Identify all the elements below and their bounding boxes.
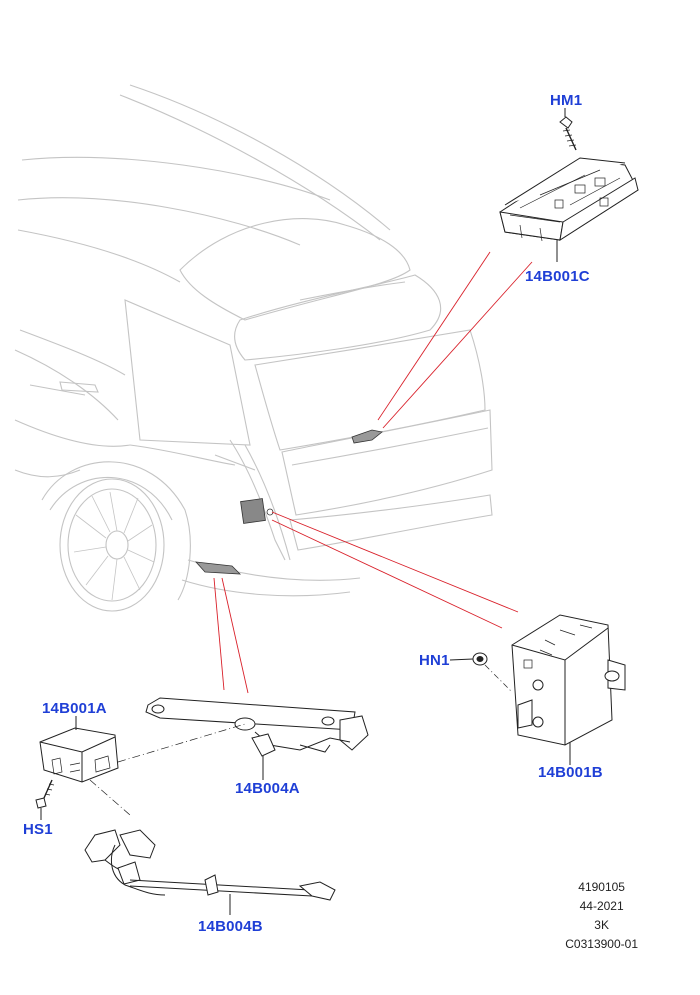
reference-code: 3K xyxy=(594,918,609,932)
callout-hs1[interactable]: HS1 xyxy=(23,821,53,838)
red-leader-lines xyxy=(213,251,533,694)
callout-hm1[interactable]: HM1 xyxy=(550,92,583,109)
callout-14b001c[interactable]: 14B001C xyxy=(525,268,590,285)
callout-14b001b[interactable]: 14B001B xyxy=(538,764,603,781)
module-14b001a[interactable] xyxy=(39,727,119,783)
harness-14b004b[interactable] xyxy=(84,829,336,901)
module-14b001c[interactable] xyxy=(499,157,639,242)
callout-hn1[interactable]: HN1 xyxy=(419,652,450,669)
reference-date: 44-2021 xyxy=(579,899,624,913)
vehicle-module-locations xyxy=(194,429,383,575)
callout-14b004b[interactable]: 14B004B xyxy=(198,918,263,935)
hn1-path-line xyxy=(484,664,513,693)
callout-14b001a[interactable]: 14B001A xyxy=(42,700,107,717)
leader-hn1 xyxy=(449,658,474,661)
module-14b001b[interactable] xyxy=(511,614,626,746)
screw-hm1[interactable] xyxy=(559,116,577,151)
dash-line-b xyxy=(89,779,131,816)
reference-id: C0313900-01 xyxy=(565,937,638,951)
nut-hn1[interactable] xyxy=(472,652,488,666)
vehicle-outline xyxy=(14,84,493,601)
reference-number: 4190105 xyxy=(578,880,625,894)
rear-wheel xyxy=(59,478,165,612)
reference-block: 4190105 44-2021 3K C0313900-01 xyxy=(565,878,638,954)
dash-line-a xyxy=(117,723,246,763)
screw-hs1[interactable] xyxy=(35,779,55,809)
callout-14b004a[interactable]: 14B004A xyxy=(235,780,300,797)
bracket-14b004a[interactable] xyxy=(145,697,369,757)
